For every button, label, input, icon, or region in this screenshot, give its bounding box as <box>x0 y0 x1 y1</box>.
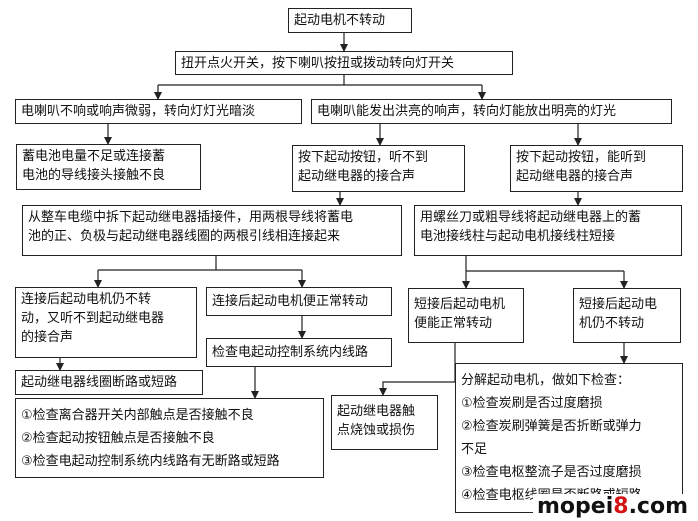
node-click: 按下起动按钮，能听到 起动继电器的接合声 <box>510 145 683 192</box>
node-bypass-line1: 从整车电缆中拆下起动继电器插接件，用两根导线将蓄电 <box>28 210 354 225</box>
node-step1-text: 扭开点火开关，按下喇叭按扭或拨动转向灯开关 <box>181 56 455 71</box>
node-relay-coil: 起动继电器线圈断路或短路 <box>15 370 203 395</box>
node-disassemble-line1: 分解起动电机，做如下检查： <box>461 373 631 388</box>
node-disassemble-line5: ③检查电枢整流子是否过度磨损 <box>461 465 642 480</box>
node-left-cond-text: 电喇叭不响或响声微弱，转向灯灯光暗淡 <box>21 104 256 119</box>
node-short-ok: 短接后起动电机 便能正常转动 <box>408 288 524 343</box>
node-left-result: 蓄电池电量不足或连接蓄 电池的导线接头接触不良 <box>16 144 201 190</box>
node-disassemble-line4: 不足 <box>461 442 488 457</box>
node-short-not-line2: 机仍不转动 <box>579 316 645 331</box>
watermark-part1: mopei <box>537 494 614 519</box>
watermark-part3: .com <box>628 494 688 519</box>
node-short-line1: 用螺丝刀或粗导线将起动继电器上的蓄 <box>420 210 642 225</box>
node-root: 起动电机不转动 <box>288 8 412 33</box>
node-step1: 扭开点火开关，按下喇叭按扭或拨动转向灯开关 <box>175 51 513 75</box>
node-still-not-line3: 的接合声 <box>21 330 74 345</box>
node-bypass-line2: 池的正、负极与起动继电器线圈的两根引线相连接起来 <box>28 229 341 244</box>
watermark-part2: 8 <box>613 494 629 519</box>
node-contacts-burnt: 起动继电器触 点烧蚀或损伤 <box>331 395 438 450</box>
node-check-control: 检查电起动控制系统内线路 <box>206 338 392 367</box>
node-still-not: 连接后起动电机仍不转 动，又听不到起动继电器 的接合声 <box>15 287 197 358</box>
node-short-not-line1: 短接后起动电 <box>579 297 658 312</box>
node-contacts-burnt-line1: 起动继电器触 <box>337 404 416 419</box>
node-runs-ok-text: 连接后起动电机便正常转动 <box>212 294 369 309</box>
node-click-line1: 按下起动按钮，能听到 <box>516 150 647 165</box>
node-short-terminals: 用螺丝刀或粗导线将起动继电器上的蓄 电池接线柱与起动电机接线柱短接 <box>414 205 682 256</box>
node-contacts-burnt-line2: 点烧蚀或损伤 <box>337 423 416 438</box>
node-right-cond-text: 电喇叭能发出洪亮的响声，转向灯能放出明亮的灯光 <box>317 104 617 119</box>
node-disassemble: 分解起动电机，做如下检查： ①检查炭刷是否过度磨损 ②检查炭刷弹簧是否折断或弹力… <box>455 363 683 513</box>
node-right-cond: 电喇叭能发出洪亮的响声，转向灯能放出明亮的灯光 <box>311 99 672 124</box>
node-disassemble-line2: ①检查炭刷是否过度磨损 <box>461 396 603 411</box>
watermark: mopei8.com <box>533 494 692 519</box>
node-no-click-line2: 起动继电器的接合声 <box>298 169 416 184</box>
node-still-not-line2: 动，又听不到起动继电器 <box>21 311 165 326</box>
node-left-result-line1: 蓄电池电量不足或连接蓄 <box>22 149 166 164</box>
node-no-click-line1: 按下起动按钮，听不到 <box>298 150 429 165</box>
node-check-list: ①检查离合器开关内部触点是否接触不良 ②检查起动按钮触点是否接触不良 ③检查电起… <box>15 398 324 478</box>
node-short-not: 短接后起动电 机仍不转动 <box>573 288 681 343</box>
node-check-list-item1: ①检查离合器开关内部触点是否接触不良 <box>21 408 254 423</box>
node-relay-coil-text: 起动继电器线圈断路或短路 <box>21 375 178 390</box>
node-no-click: 按下起动按钮，听不到 起动继电器的接合声 <box>292 145 465 192</box>
node-short-line2: 电池接线柱与起动电机接线柱短接 <box>420 229 616 244</box>
node-short-ok-line1: 短接后起动电机 <box>414 297 506 312</box>
node-short-ok-line2: 便能正常转动 <box>414 316 493 331</box>
node-click-line2: 起动继电器的接合声 <box>516 169 634 184</box>
node-check-control-text: 检查电起动控制系统内线路 <box>212 345 369 360</box>
node-left-cond: 电喇叭不响或响声微弱，转向灯灯光暗淡 <box>15 99 302 124</box>
node-still-not-line1: 连接后起动电机仍不转 <box>21 292 152 307</box>
node-left-result-line2: 电池的导线接头接触不良 <box>22 168 166 183</box>
node-root-text: 起动电机不转动 <box>294 13 386 28</box>
node-runs-ok: 连接后起动电机便正常转动 <box>206 287 392 316</box>
node-check-list-item3: ③检查电起动控制系统内线路有无断路或短路 <box>21 454 280 469</box>
node-check-list-item2: ②检查起动按钮触点是否接触不良 <box>21 431 215 446</box>
node-bypass-relay: 从整车电缆中拆下起动继电器插接件，用两根导线将蓄电 池的正、负极与起动继电器线圈… <box>22 205 402 256</box>
node-disassemble-line3: ②检查炭刷弹簧是否折断或弹力 <box>461 419 642 434</box>
arrow-contacts-burnt <box>379 343 456 396</box>
